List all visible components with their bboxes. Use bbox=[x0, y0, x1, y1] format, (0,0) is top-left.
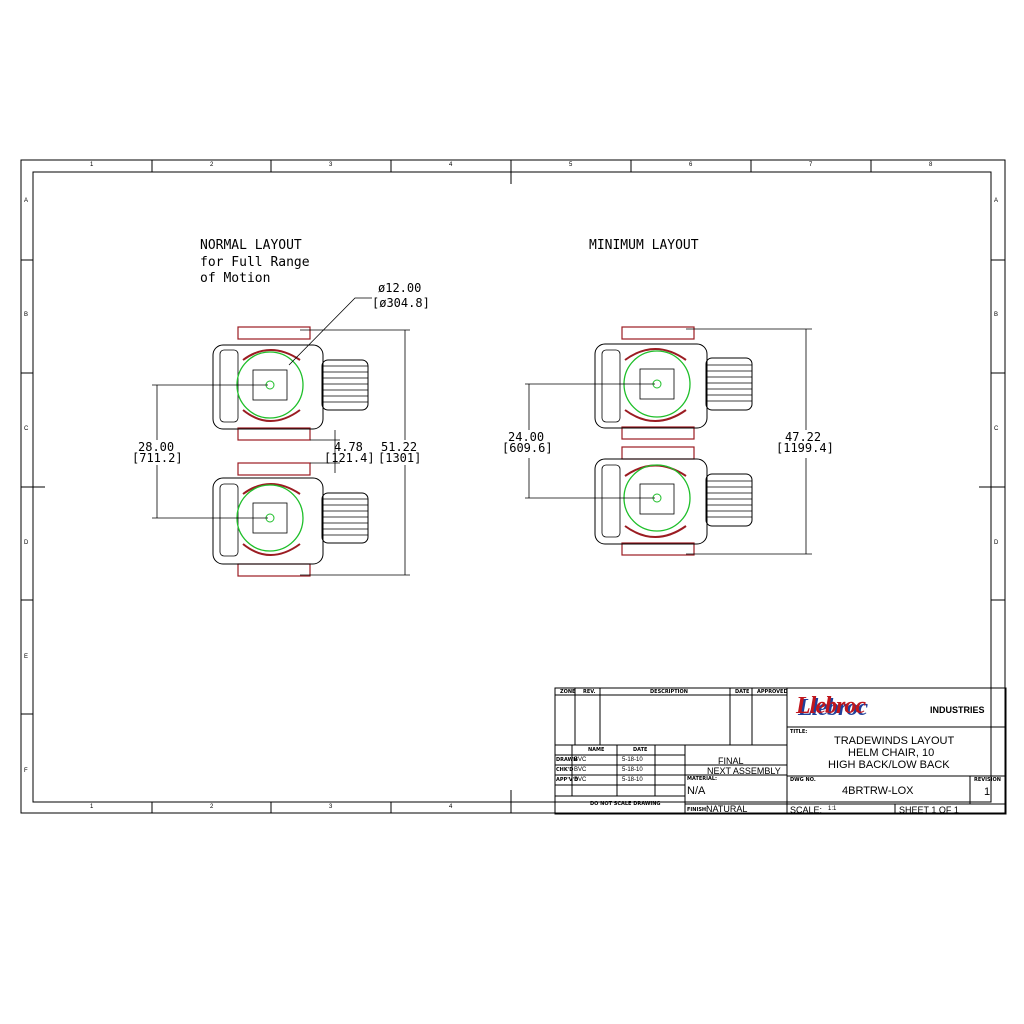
chair-normal-bottom bbox=[212, 462, 369, 577]
dwg-no-value: 4BRTRW-LOX bbox=[842, 785, 914, 797]
minimum-overall-dim-mm: [1199.4] bbox=[776, 441, 834, 455]
minimum-center-dim-mm: [609.6] bbox=[502, 441, 553, 455]
title-block-frame bbox=[554, 687, 1007, 815]
normal-center-dim-in: 28.00 bbox=[138, 440, 175, 454]
company-suffix: INDUSTRIES bbox=[930, 705, 985, 715]
rev-header-description: DESCRIPTION bbox=[650, 689, 688, 695]
sig-label-approved: APP'V'D bbox=[556, 777, 579, 783]
finish-value: NATURAL bbox=[706, 804, 748, 814]
chair-minimum-bottom bbox=[594, 446, 753, 556]
normal-center-dim-mm: [711.2] bbox=[132, 451, 183, 465]
zone-col-4-bottom: 4 bbox=[449, 804, 453, 810]
final-label: FINAL bbox=[718, 756, 744, 766]
zone-col-2-bottom: 2 bbox=[210, 804, 214, 810]
zone-col-3-top: 3 bbox=[329, 162, 333, 168]
sig-date-checked: 5-18-10 bbox=[622, 767, 643, 773]
minimum-layout-title: MINIMUM LAYOUT bbox=[589, 238, 699, 253]
normal-gap-dim-in: 4.78 bbox=[334, 440, 363, 454]
sig-header-date: DATE bbox=[633, 747, 648, 753]
scale-value: 1:1 bbox=[828, 806, 837, 812]
zone-col-8-top: 8 bbox=[929, 162, 933, 168]
zone-row-c-left: C bbox=[24, 426, 29, 432]
material-value: N/A bbox=[687, 785, 706, 797]
normal-gap-dim-mm: [121.4] bbox=[324, 451, 375, 465]
normal-overall-dim-in: 51.22 bbox=[381, 440, 418, 454]
minimum-dimension-lines bbox=[525, 328, 812, 555]
normal-dimension-lines bbox=[152, 297, 410, 576]
sig-date-drawn: 5-18-10 bbox=[622, 757, 643, 763]
sheet-number: SHEET 1 OF 1 bbox=[899, 805, 959, 815]
minimum-center-dim-in: 24.00 bbox=[508, 430, 545, 444]
chair-minimum-top bbox=[594, 326, 753, 440]
sig-label-checked: CHK'D bbox=[556, 767, 574, 773]
company-logo: Llebroc bbox=[796, 693, 866, 719]
rev-header-approved: APPROVED bbox=[757, 689, 788, 695]
title-line-1: TRADEWINDS LAYOUT bbox=[834, 735, 955, 747]
zone-col-5-top: 5 bbox=[569, 162, 573, 168]
revision-label: REVISION bbox=[974, 777, 1001, 783]
do-not-scale-note: DO NOT SCALE DRAWING bbox=[590, 801, 661, 807]
normal-overall-dim-mm: [1301] bbox=[378, 451, 422, 465]
dwg-no-label: DWG NO. bbox=[790, 777, 816, 783]
zone-col-1-bottom: 1 bbox=[90, 804, 94, 810]
zone-row-b-right: B bbox=[994, 312, 999, 318]
diameter-dim-in: ø12.00 bbox=[378, 281, 422, 295]
minimum-overall-dim-in: 47.22 bbox=[785, 430, 822, 444]
sig-name-drawn: BVC bbox=[574, 757, 587, 763]
zone-row-a-right: A bbox=[994, 198, 999, 204]
rev-header-zone: ZONE bbox=[560, 689, 576, 695]
zone-row-d-left: D bbox=[24, 540, 29, 546]
sig-name-approved: BVC bbox=[574, 777, 587, 783]
zone-row-b-left: B bbox=[24, 312, 29, 318]
sig-label-drawn: DRAWN bbox=[556, 757, 578, 763]
zone-row-d-right: D bbox=[994, 540, 999, 546]
zone-row-f-left: F bbox=[24, 768, 28, 774]
next-assembly-label: NEXT ASSEMBLY bbox=[707, 766, 781, 776]
chair-normal-top bbox=[212, 326, 369, 441]
zone-col-1-top: 1 bbox=[90, 162, 94, 168]
sig-date-approved: 5-18-10 bbox=[622, 777, 643, 783]
title-line-3: HIGH BACK/LOW BACK bbox=[828, 759, 950, 771]
revision-value: 1 bbox=[984, 786, 991, 798]
zone-row-c-right: C bbox=[994, 426, 999, 432]
sig-header-name: NAME bbox=[588, 747, 605, 753]
zone-col-6-top: 6 bbox=[689, 162, 693, 168]
zone-col-7-top: 7 bbox=[809, 162, 813, 168]
zone-col-4-top: 4 bbox=[449, 162, 453, 168]
zone-row-e-left: E bbox=[24, 654, 29, 660]
material-label: MATERIAL: bbox=[687, 776, 718, 782]
zone-ticks bbox=[21, 160, 1005, 813]
finish-label: FINISH: bbox=[687, 807, 709, 813]
normal-layout-title-1: NORMAL LAYOUT bbox=[200, 238, 302, 253]
rev-header-rev: REV. bbox=[583, 689, 596, 695]
zone-row-a-left: A bbox=[24, 198, 29, 204]
zone-col-2-top: 2 bbox=[210, 162, 214, 168]
diameter-dim-mm: [ø304.8] bbox=[372, 296, 430, 310]
title-line-2: HELM CHAIR, 10 bbox=[848, 747, 935, 759]
rev-header-date: DATE bbox=[735, 689, 750, 695]
sig-name-checked: BVC bbox=[574, 767, 587, 773]
zone-col-3-bottom: 3 bbox=[329, 804, 333, 810]
normal-layout-title-3: of Motion bbox=[200, 271, 271, 286]
normal-layout-title-2: for Full Range bbox=[200, 255, 310, 270]
scale-label: SCALE: bbox=[790, 805, 823, 815]
title-label: TITLE: bbox=[790, 729, 808, 735]
